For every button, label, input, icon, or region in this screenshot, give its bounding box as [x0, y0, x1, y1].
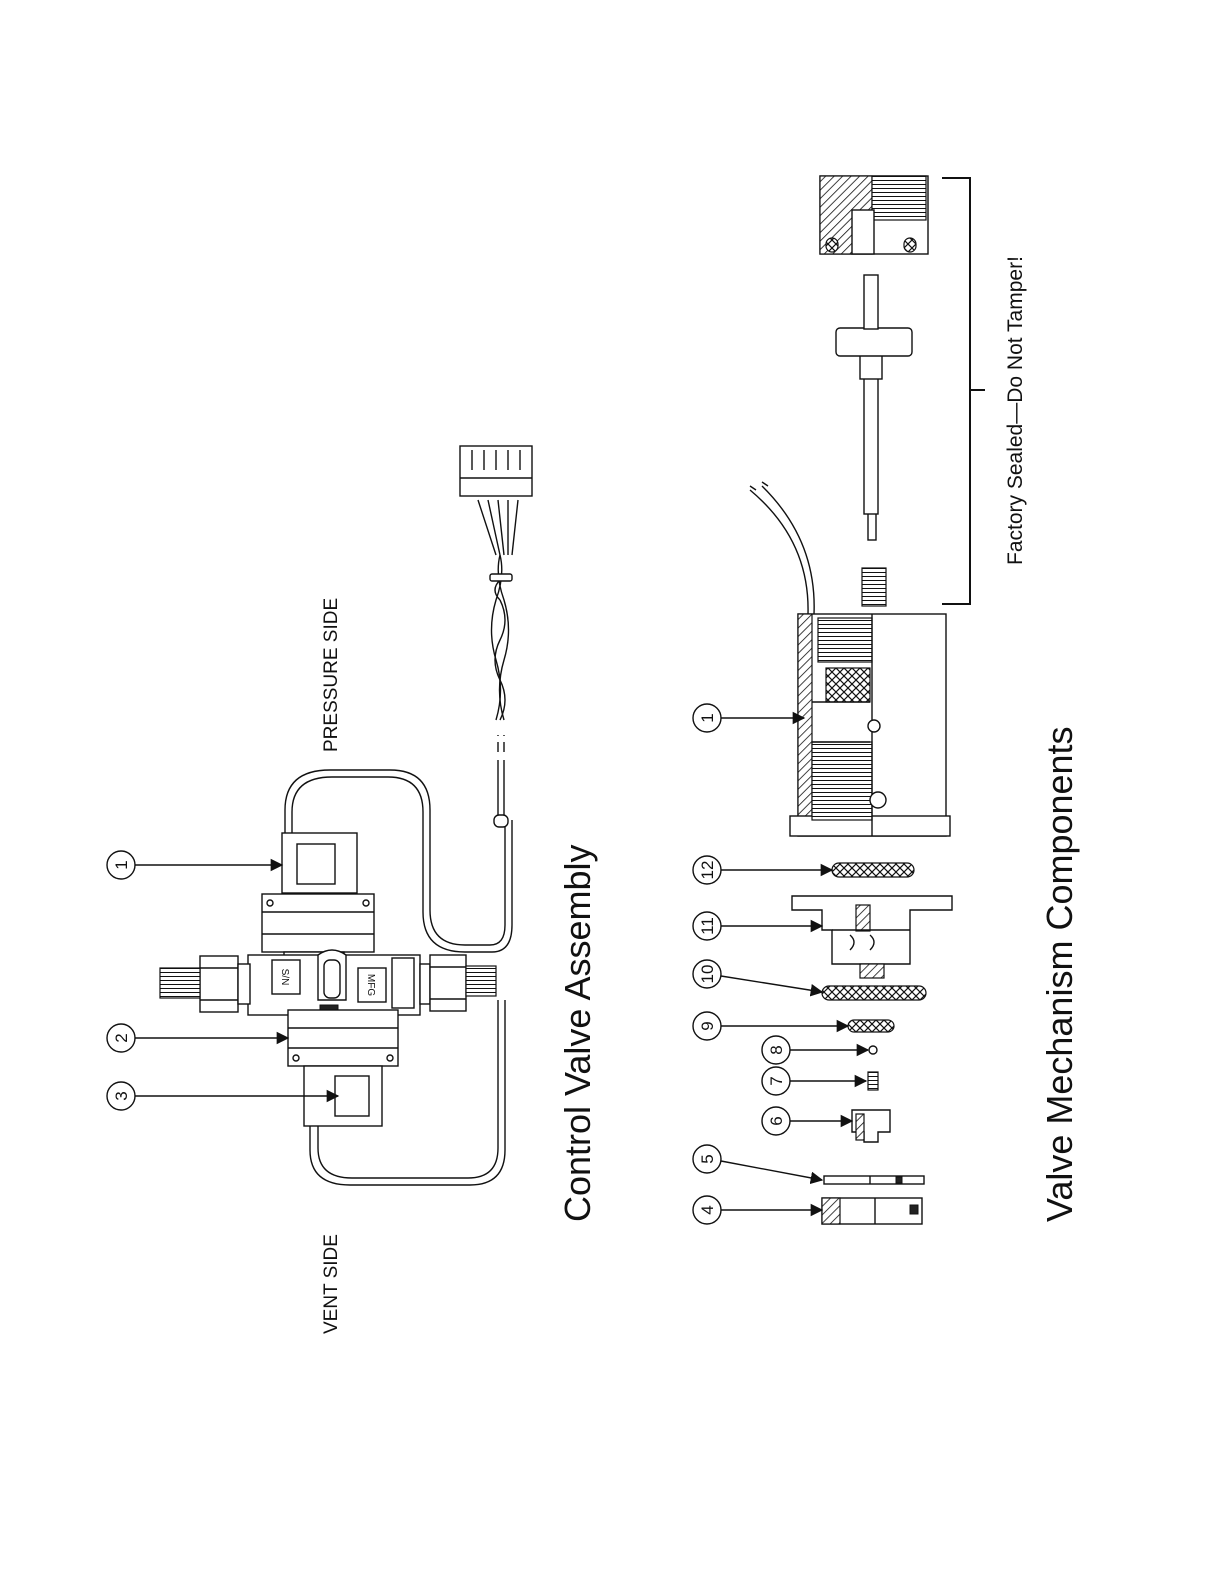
- factory-sealed-bracket: Factory Sealed—Do Not Tamper!: [942, 178, 1027, 604]
- plunger-stem: [836, 275, 912, 540]
- solenoid-lead-wires: [750, 482, 814, 614]
- callout-11: 11: [693, 912, 822, 940]
- svg-text:7: 7: [767, 1076, 786, 1085]
- callout-2-assembly: 2: [107, 1024, 288, 1052]
- part-7-spring: [868, 1072, 878, 1090]
- pressure-side-label: PRESSURE SIDE: [321, 598, 342, 752]
- part-8-ball: [869, 1046, 877, 1054]
- callout-1-mechanism: 1: [693, 704, 804, 732]
- cable-sleeve: [494, 815, 508, 827]
- svg-text:4: 4: [698, 1205, 717, 1214]
- svg-text:2: 2: [112, 1033, 131, 1042]
- mfg-label: MFG: [365, 974, 376, 996]
- wire-connector: [460, 446, 532, 496]
- top-fitting: [820, 176, 928, 254]
- svg-text:1: 1: [698, 713, 717, 722]
- pressure-solenoid: [262, 833, 374, 960]
- svg-text:6: 6: [767, 1116, 786, 1125]
- assembly-title: Control Valve Assembly: [557, 845, 598, 1223]
- callout-4: 4: [693, 1196, 822, 1224]
- svg-text:1: 1: [112, 860, 131, 869]
- valve-mechanism-components: Factory Sealed—Do Not Tamper! 1 12 11 10…: [693, 176, 1080, 1224]
- cable-break: [498, 735, 504, 752]
- part-9-oring: [848, 1020, 894, 1032]
- part-5-plate: [824, 1176, 924, 1184]
- mechanism-title: Valve Mechanism Components: [1039, 726, 1080, 1222]
- vent-solenoid: [288, 1010, 398, 1126]
- svg-text:9: 9: [698, 1021, 717, 1030]
- inlet-fitting: [160, 956, 250, 1012]
- vent-side-label: VENT SIDE: [321, 1234, 342, 1334]
- callout-5: 5: [693, 1145, 822, 1180]
- svg-text:3: 3: [112, 1091, 131, 1100]
- svg-text:12: 12: [698, 861, 717, 880]
- svg-text:8: 8: [767, 1045, 786, 1054]
- factory-sealed-note: Factory Sealed—Do Not Tamper!: [1004, 256, 1027, 565]
- part-6-poppet: [852, 1110, 890, 1142]
- cable-lower-run: [498, 760, 504, 815]
- callout-7: 7: [762, 1067, 866, 1095]
- outlet-fitting: [392, 955, 496, 1011]
- callout-8: 8: [762, 1036, 868, 1064]
- svg-text:11: 11: [698, 917, 717, 935]
- part-4-cap: [822, 1198, 922, 1224]
- callout-6: 6: [762, 1107, 852, 1135]
- sn-label: S/N: [279, 969, 290, 986]
- callout-12: 12: [693, 856, 832, 884]
- part-10-oring: [822, 986, 926, 1000]
- plunger-spring: [862, 568, 886, 606]
- callout-9: 9: [693, 1012, 848, 1040]
- svg-text:10: 10: [698, 965, 717, 984]
- part-12-oring: [832, 863, 914, 877]
- callout-1-assembly: 1: [107, 851, 282, 879]
- part-1-solenoid-housing: [790, 614, 950, 836]
- control-valve-assembly: S/N MFG: [107, 446, 598, 1334]
- part-11-seat: [792, 896, 952, 978]
- callout-10: 10: [693, 960, 822, 992]
- svg-text:5: 5: [698, 1154, 717, 1163]
- twisted-wire-bundle: [478, 500, 518, 720]
